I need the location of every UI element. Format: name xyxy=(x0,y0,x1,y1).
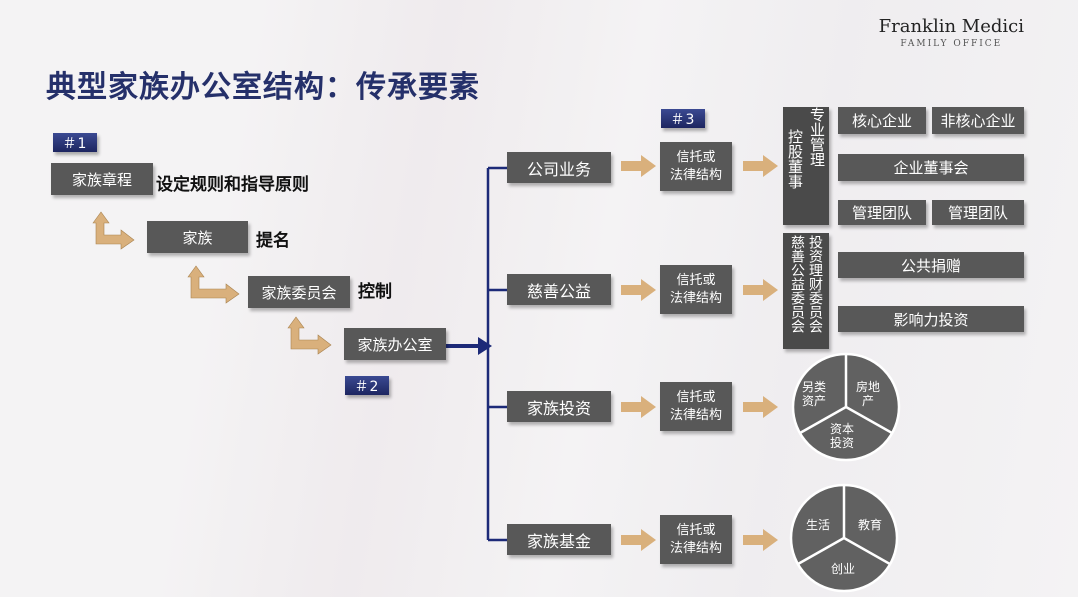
office-arrowhead xyxy=(478,337,492,355)
arrow-trust1-next xyxy=(743,155,778,177)
arrow-branch3-trust xyxy=(621,396,656,418)
corporate-governance-box: 控股董事 专业管理 xyxy=(783,107,829,225)
arrow-trust4-next xyxy=(743,529,778,551)
impact-investing-box: 影响力投资 xyxy=(838,306,1024,332)
chain-arrow-3 xyxy=(287,316,332,355)
arrow-branch1-trust xyxy=(621,155,656,177)
page-title: 典型家族办公室结构：传承要素 xyxy=(46,70,480,105)
trust-box-2: 信托或 法律结构 xyxy=(660,265,732,314)
arrow-trust3-next xyxy=(743,396,778,418)
trust-box-1: 信托或 法律结构 xyxy=(660,142,732,191)
pie-real-estate-label: 房地 产 xyxy=(856,380,881,408)
badge-1: ＃1 xyxy=(53,133,97,152)
branch-philanthropy: 慈善公益 xyxy=(507,274,611,305)
brand-name: Franklin Medici xyxy=(878,16,1024,37)
charter-note: 设定规则和指导原则 xyxy=(156,175,309,195)
arrow-branch2-trust xyxy=(621,279,656,301)
holding-board-label: 控股董事 xyxy=(786,129,804,189)
management-team-box-1: 管理团队 xyxy=(838,200,926,225)
arrow-trust2-next xyxy=(743,279,778,301)
badge-2: ＃2 xyxy=(345,376,389,395)
pie-alt-assets-label: 另类 资产 xyxy=(802,380,827,408)
management-team-box-2: 管理团队 xyxy=(932,200,1024,225)
investment-committee-label: 投资理财委员会 xyxy=(807,235,823,333)
family-charter-box: 家族章程 xyxy=(51,163,153,195)
family-office-box: 家族办公室 xyxy=(344,328,446,360)
branch-fund: 家族基金 xyxy=(507,524,611,555)
brand-subtitle: FAMILY OFFICE xyxy=(900,39,1003,49)
pie-startup-label: 创业 xyxy=(831,562,856,576)
professional-management-label: 专业管理 xyxy=(808,107,826,167)
chain-arrow-2 xyxy=(187,265,240,304)
trust-box-3: 信托或 法律结构 xyxy=(660,382,732,431)
trust-box-4: 信托或 法律结构 xyxy=(660,515,732,564)
enterprise-board-box: 企业董事会 xyxy=(838,154,1024,181)
badge-3: ＃3 xyxy=(661,109,705,128)
arrow-branch4-trust xyxy=(621,529,656,551)
committee-note: 控制 xyxy=(358,282,392,302)
branch-corporate: 公司业务 xyxy=(507,152,611,183)
brand-logo: Franklin Medici FAMILY OFFICE xyxy=(879,16,1024,49)
investment-pie xyxy=(791,352,901,462)
noncore-enterprise-box: 非核心企业 xyxy=(932,107,1024,134)
pie-capital-label: 资本 投资 xyxy=(830,422,855,450)
fund-pie xyxy=(789,483,899,593)
philanthropy-committee-label: 慈善公益委员会 xyxy=(789,235,805,333)
family-committee-box: 家族委员会 xyxy=(248,276,350,308)
chain-arrow-1 xyxy=(92,211,135,250)
family-note: 提名 xyxy=(256,231,290,251)
branch-investment: 家族投资 xyxy=(507,391,611,422)
core-enterprise-box: 核心企业 xyxy=(838,107,926,134)
pie-life-label: 生活 xyxy=(806,518,831,532)
pie-education-label: 教育 xyxy=(858,518,883,532)
public-donation-box: 公共捐赠 xyxy=(838,252,1024,278)
family-box: 家族 xyxy=(147,221,248,253)
philanthropy-committee-box: 慈善公益委员会 投资理财委员会 xyxy=(783,233,829,349)
